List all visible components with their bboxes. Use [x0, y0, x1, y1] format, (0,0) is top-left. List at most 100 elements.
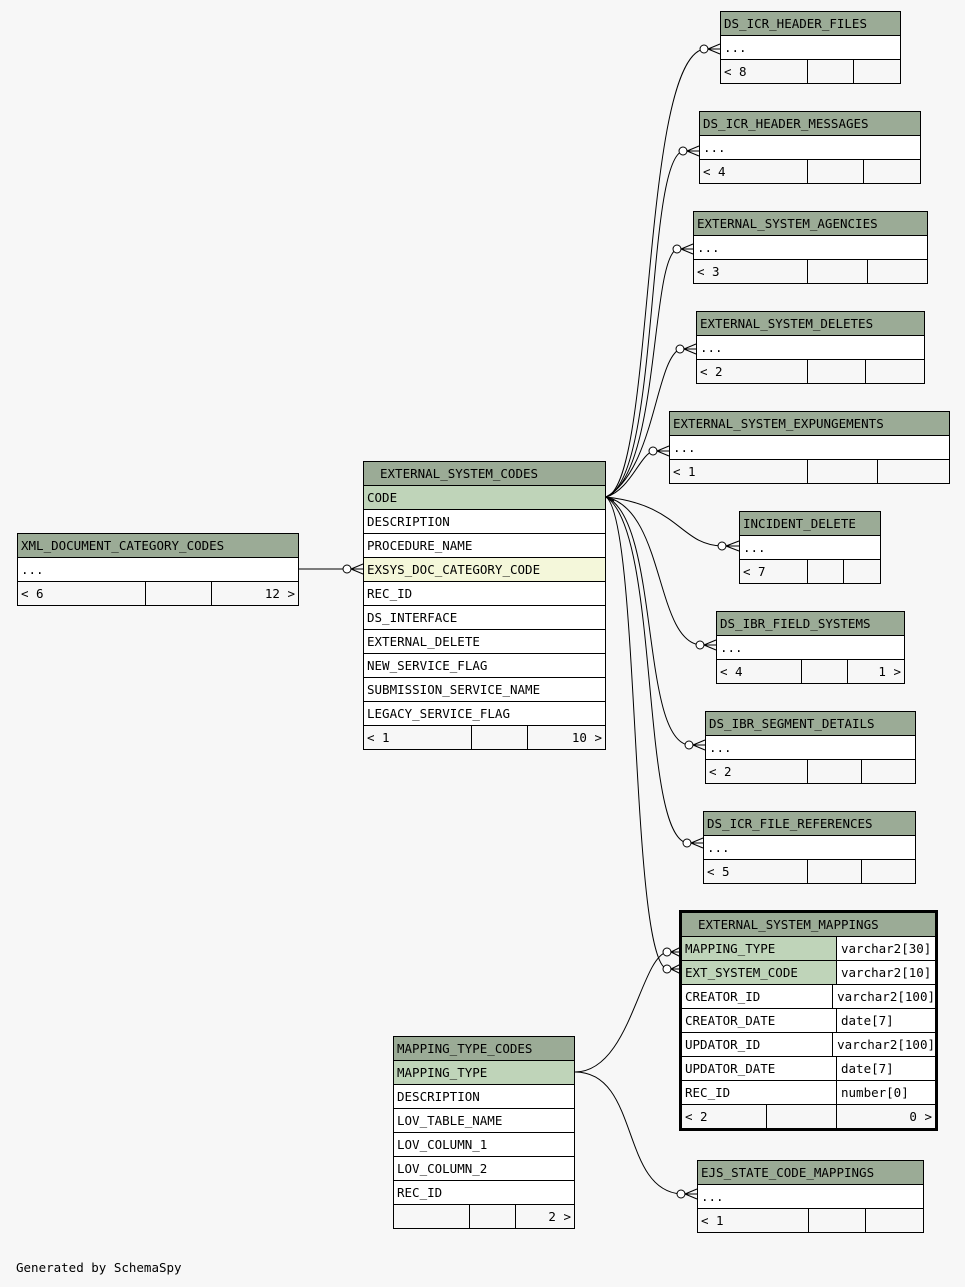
table-external-system-deletes[interactable]: EXTERNAL_SYSTEM_DELETES ... < 2 — [696, 311, 925, 384]
table-ejs-state-code-mappings[interactable]: EJS_STATE_CODE_MAPPINGS ... < 1 — [697, 1160, 924, 1233]
table-footer: < 4 1 > — [717, 660, 904, 683]
link-to-external-system-expungements — [605, 450, 654, 498]
column-legacy-service-flag: LEGACY_SERVICE_FLAG — [364, 702, 605, 726]
collapsed-columns: ... — [717, 636, 904, 660]
collapsed-columns: ... — [698, 1185, 923, 1209]
table-name: DS_ICR_FILE_REFERENCES — [704, 812, 915, 836]
children-count: 1 > — [878, 664, 901, 679]
parents-count: < 6 — [18, 582, 146, 605]
column-rec-id: REC_ID number[0] — [682, 1081, 935, 1105]
table-ds-icr-file-references[interactable]: DS_ICR_FILE_REFERENCES ... < 5 — [703, 811, 916, 884]
table-ds-icr-header-messages[interactable]: DS_ICR_HEADER_MESSAGES ... < 4 — [699, 111, 921, 184]
column-creator-id: CREATOR_ID varchar2[100] — [682, 985, 935, 1009]
table-external-system-codes[interactable]: EXTERNAL_SYSTEM_CODES CODE DESCRIPTION P… — [363, 461, 606, 750]
parents-count: < 1 — [698, 1209, 809, 1232]
parents-count: < 7 — [740, 560, 808, 583]
table-name: DS_ICR_HEADER_FILES — [721, 12, 900, 36]
table-footer: < 5 — [704, 860, 915, 883]
column-submission-service-name: SUBMISSION_SERVICE_NAME — [364, 678, 605, 702]
link-to-external-system-mappings-type — [574, 951, 668, 1073]
column-lov-column-2: LOV_COLUMN_2 — [394, 1157, 574, 1181]
table-xml-document-category-codes[interactable]: XML_DOCUMENT_CATEGORY_CODES ... < 6 12 > — [17, 533, 299, 606]
link-to-incident-delete — [605, 496, 723, 547]
collapsed-columns: ... — [700, 136, 920, 160]
column-updator-date: UPDATOR_DATE date[7] — [682, 1057, 935, 1081]
column-creator-date: CREATOR_DATE date[7] — [682, 1009, 935, 1033]
table-ds-ibr-field-systems[interactable]: DS_IBR_FIELD_SYSTEMS ... < 4 1 > — [716, 611, 905, 684]
table-external-system-agencies[interactable]: EXTERNAL_SYSTEM_AGENCIES ... < 3 — [693, 211, 928, 284]
table-footer: < 8 — [721, 60, 900, 83]
link-to-external-system-mappings-code — [605, 496, 668, 970]
column-description: DESCRIPTION — [364, 510, 605, 534]
table-footer: < 3 — [694, 260, 927, 283]
children-count: 12 > — [264, 586, 295, 601]
table-name: XML_DOCUMENT_CATEGORY_CODES — [18, 534, 298, 558]
parents-count: < 2 — [706, 760, 808, 783]
column-mapping-type: MAPPING_TYPE — [394, 1061, 574, 1085]
table-name: INCIDENT_DELETE — [740, 512, 880, 536]
table-footer: < 1 10 > — [364, 726, 605, 749]
table-name: DS_ICR_HEADER_MESSAGES — [700, 112, 920, 136]
link-to-ejs-state-code-mappings — [574, 1071, 682, 1195]
column-code: CODE — [364, 486, 605, 510]
link-to-external-system-agencies — [605, 248, 678, 498]
generated-by-credit: Generated by SchemaSpy — [16, 1260, 182, 1275]
parents-count: < 4 — [717, 660, 802, 683]
table-footer: < 7 — [740, 560, 880, 583]
column-lov-table-name: LOV_TABLE_NAME — [394, 1109, 574, 1133]
table-ds-ibr-segment-details[interactable]: DS_IBR_SEGMENT_DETAILS ... < 2 — [705, 711, 916, 784]
column-procedure-name: PROCEDURE_NAME — [364, 534, 605, 558]
collapsed-columns: ... — [704, 836, 915, 860]
table-name: EJS_STATE_CODE_MAPPINGS — [698, 1161, 923, 1185]
table-ds-icr-header-files[interactable]: DS_ICR_HEADER_FILES ... < 8 — [720, 11, 901, 84]
column-description: DESCRIPTION — [394, 1085, 574, 1109]
collapsed-columns: ... — [721, 36, 900, 60]
table-name: EXTERNAL_SYSTEM_MAPPINGS — [682, 913, 935, 937]
table-name: EXTERNAL_SYSTEM_EXPUNGEMENTS — [670, 412, 949, 436]
parents-count: < 1 — [364, 726, 472, 749]
parents-count: < 4 — [700, 160, 808, 183]
parents-count: < 2 — [682, 1105, 767, 1128]
table-mapping-type-codes[interactable]: MAPPING_TYPE_CODES MAPPING_TYPE DESCRIPT… — [393, 1036, 575, 1229]
table-footer: < 1 — [698, 1209, 923, 1232]
column-exsys-doc-category-code: EXSYS_DOC_CATEGORY_CODE — [364, 558, 605, 582]
collapsed-columns: ... — [697, 336, 924, 360]
parents-count: < 5 — [704, 860, 808, 883]
table-footer: < 1 — [670, 460, 949, 483]
table-name: DS_IBR_SEGMENT_DETAILS — [706, 712, 915, 736]
column-updator-id: UPDATOR_ID varchar2[100] — [682, 1033, 935, 1057]
table-name: MAPPING_TYPE_CODES — [394, 1037, 574, 1061]
table-external-system-mappings[interactable]: EXTERNAL_SYSTEM_MAPPINGS MAPPING_TYPE va… — [679, 910, 938, 1131]
column-new-service-flag: NEW_SERVICE_FLAG — [364, 654, 605, 678]
collapsed-columns: ... — [740, 536, 880, 560]
collapsed-columns: ... — [18, 558, 298, 582]
table-footer: 2 > — [394, 1205, 574, 1228]
collapsed-columns: ... — [670, 436, 949, 460]
table-external-system-expungements[interactable]: EXTERNAL_SYSTEM_EXPUNGEMENTS ... < 1 — [669, 411, 950, 484]
column-rec-id: REC_ID — [364, 582, 605, 606]
table-incident-delete[interactable]: INCIDENT_DELETE ... < 7 — [739, 511, 881, 584]
children-count: 10 > — [571, 730, 602, 745]
column-mapping-type: MAPPING_TYPE varchar2[30] — [682, 937, 935, 961]
link-to-ds-ibr-segment-details — [605, 496, 690, 746]
parents-count: < 1 — [670, 460, 808, 483]
table-name: EXTERNAL_SYSTEM_DELETES — [697, 312, 924, 336]
column-rec-id: REC_ID — [394, 1181, 574, 1205]
column-lov-column-1: LOV_COLUMN_1 — [394, 1133, 574, 1157]
table-footer: < 4 — [700, 160, 920, 183]
collapsed-columns: ... — [694, 236, 927, 260]
children-count: 2 > — [548, 1209, 571, 1224]
table-footer: < 2 0 > — [682, 1105, 935, 1128]
table-name: EXTERNAL_SYSTEM_AGENCIES — [694, 212, 927, 236]
table-name: EXTERNAL_SYSTEM_CODES — [364, 462, 605, 486]
column-ext-system-code: EXT_SYSTEM_CODE varchar2[10] — [682, 961, 935, 985]
parents-count: < 2 — [697, 360, 808, 383]
link-to-ds-icr-file-references — [605, 496, 688, 844]
table-name: DS_IBR_FIELD_SYSTEMS — [717, 612, 904, 636]
column-external-delete: EXTERNAL_DELETE — [364, 630, 605, 654]
parents-count: < 3 — [694, 260, 808, 283]
collapsed-columns: ... — [706, 736, 915, 760]
parents-count: < 8 — [721, 60, 808, 83]
link-to-ds-ibr-field-systems — [605, 496, 701, 646]
table-footer: < 2 — [697, 360, 924, 383]
